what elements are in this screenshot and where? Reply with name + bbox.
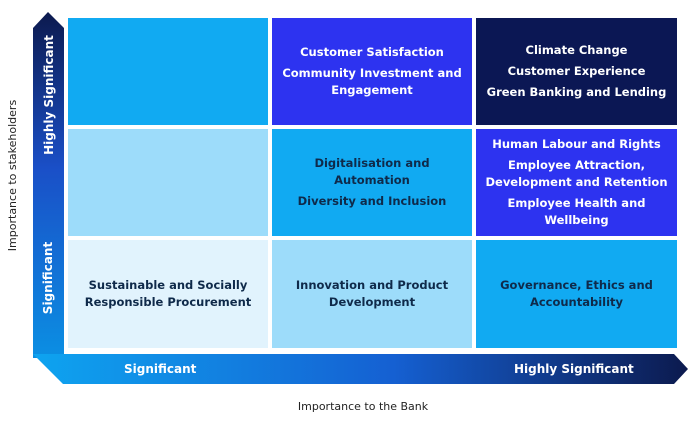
material-topic: Sustainable and Socially Responsible Pro… [84, 278, 252, 309]
material-topic: Customer Satisfaction [300, 45, 444, 59]
x-tick-highly-significant: Highly Significant [514, 362, 634, 376]
y-tick-highly-significant-label: Highly Significant [41, 35, 56, 155]
y-tick-highly-significant: Highly Significant [33, 30, 64, 160]
material-topic: Governance, Ethics and Accountability [500, 278, 653, 309]
material-topic: Green Banking and Lending [486, 85, 667, 99]
y-tick-significant: Significant [33, 240, 64, 316]
matrix-cell-r2-c1 [66, 127, 270, 238]
material-topic: Employee Attraction, Development and Ret… [485, 158, 668, 189]
y-tick-significant-label: Significant [41, 241, 56, 315]
material-topic: Human Labour and Rights [492, 137, 661, 151]
x-axis-arrow [33, 354, 688, 384]
material-topic: Innovation and Product Development [295, 278, 449, 309]
material-topic: Diversity and Inclusion [297, 194, 447, 208]
material-topic: Climate Change [525, 43, 628, 57]
y-axis-arrow [33, 12, 64, 358]
matrix-cell-r3-c2: Innovation and Product Development [270, 238, 474, 350]
x-tick-significant: Significant [124, 362, 197, 376]
matrix-cell-r1-c1 [66, 16, 270, 127]
y-axis-title-text: Importance to stakeholders [6, 99, 20, 251]
material-topic: Employee Health and Wellbeing [507, 196, 646, 227]
y-axis-title: Importance to stakeholders [0, 0, 26, 350]
material-topic: Community Investment and Engagement [282, 66, 462, 97]
matrix-cell-r3-c1: Sustainable and Socially Responsible Pro… [66, 238, 270, 350]
x-axis-title: Importance to the Bank [297, 400, 429, 413]
material-topic: Customer Experience [507, 64, 646, 78]
material-topic: Digitalisation and Automation [314, 156, 430, 187]
matrix-cell-r3-c3: Governance, Ethics and Accountability [474, 238, 679, 350]
